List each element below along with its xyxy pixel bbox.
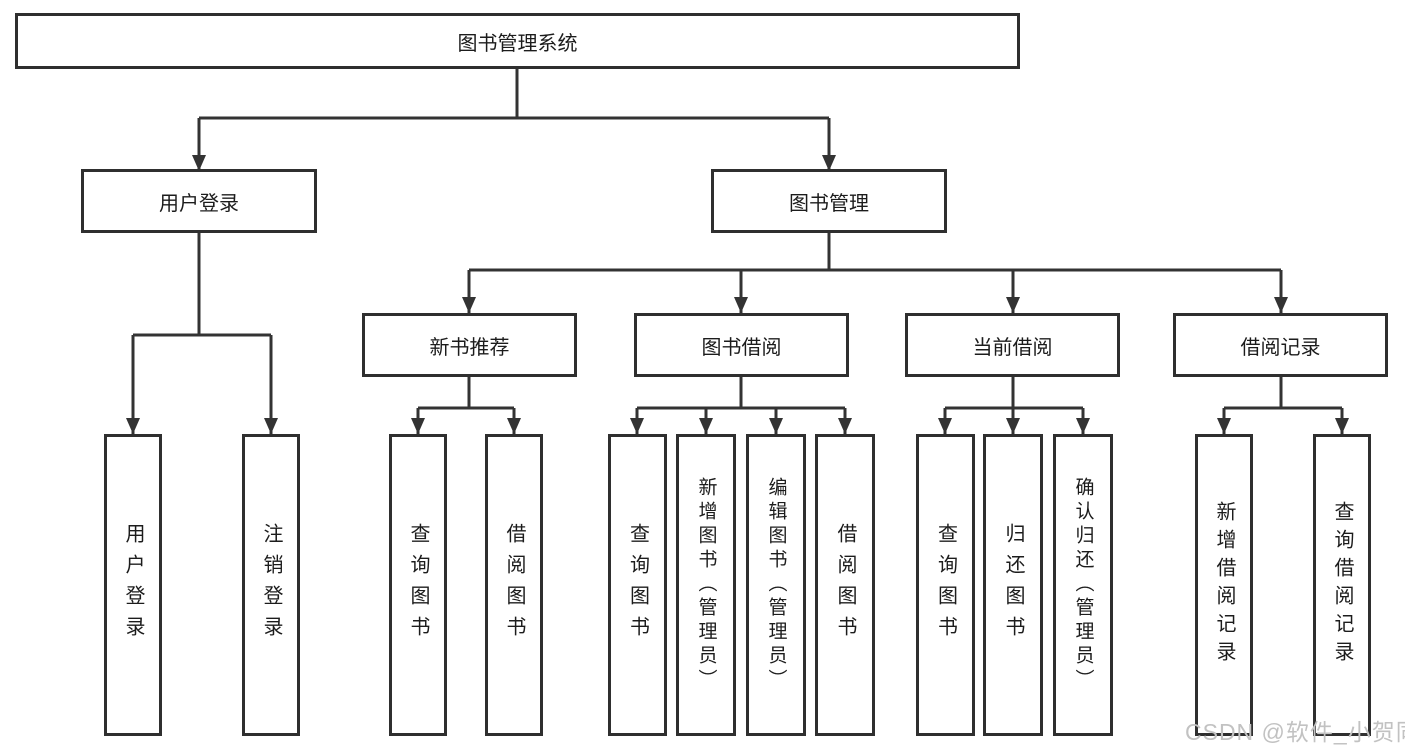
node-return-books: 归还图书	[983, 434, 1043, 736]
node-user-login: 用户登录	[104, 434, 162, 736]
node-query-borrow-record: 查询借阅记录	[1313, 434, 1371, 736]
node-label: 当前借阅	[972, 336, 1053, 359]
node-new-book-recommendation: 新书推荐	[362, 313, 577, 377]
csdn-watermark: CSDN @软件_小贺同学	[1185, 719, 1405, 745]
node-library-management-system: 图书管理系统	[15, 13, 1020, 69]
node-query-books: 查询图书	[916, 434, 975, 736]
node-label: 用户登录	[122, 523, 144, 647]
node-label: 图书管理系统	[457, 32, 578, 55]
node-edit-books-admin: 编辑图书（管理员）	[746, 434, 806, 736]
node-label: 归还图书	[1002, 523, 1024, 647]
node-label: 借阅记录	[1240, 336, 1321, 359]
node-current-borrowing: 当前借阅	[905, 313, 1120, 377]
node-borrowing-records: 借阅记录	[1173, 313, 1388, 377]
node-label: 新增借阅记录	[1213, 501, 1235, 669]
node-label: 图书管理	[789, 192, 869, 215]
node-label: 查询借阅记录	[1331, 501, 1353, 669]
node-logout: 注销登录	[242, 434, 300, 736]
node-confirm-return-admin: 确认归还（管理员）	[1053, 434, 1113, 736]
node-book-management-branch: 图书管理	[711, 169, 947, 233]
node-label: 编辑图书（管理员）	[765, 477, 787, 693]
node-borrow-books: 借阅图书	[815, 434, 875, 736]
node-label: 借阅图书	[834, 523, 856, 647]
node-label: 借阅图书	[503, 523, 525, 647]
node-query-books: 查询图书	[608, 434, 667, 736]
node-label: 注销登录	[260, 523, 282, 647]
node-borrow-books: 借阅图书	[485, 434, 543, 736]
node-label: 图书借阅	[701, 336, 782, 359]
node-add-books-admin: 新增图书（管理员）	[676, 434, 736, 736]
node-book-borrowing: 图书借阅	[634, 313, 849, 377]
node-label: 用户登录	[159, 192, 239, 215]
node-label: 查询图书	[626, 523, 649, 647]
node-label: 查询图书	[407, 523, 429, 647]
node-user-login-branch: 用户登录	[81, 169, 317, 233]
node-label: 新书推荐	[429, 336, 510, 359]
node-label: 新增图书（管理员）	[695, 477, 717, 693]
node-query-books: 查询图书	[389, 434, 447, 736]
node-label: 查询图书	[934, 523, 957, 647]
node-label: 确认归还（管理员）	[1072, 477, 1094, 693]
node-add-borrow-record: 新增借阅记录	[1195, 434, 1253, 736]
